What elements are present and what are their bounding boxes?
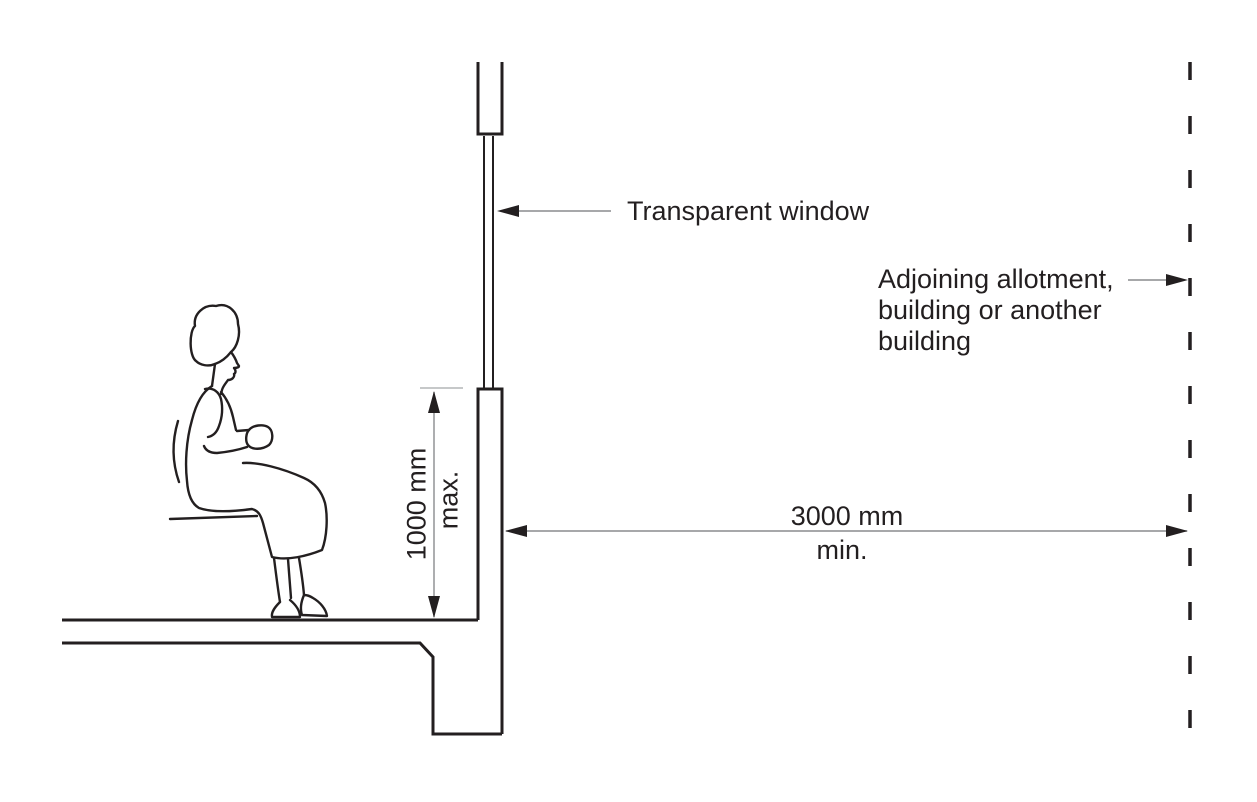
- arrowhead-adjoining-leader: [1166, 274, 1188, 286]
- window-glazing: [483, 136, 494, 388]
- dimension-value-1000mm: 1000 mm: [401, 447, 432, 561]
- dimension-qualifier-min: min.: [816, 535, 868, 565]
- person-figure: [184, 303, 329, 619]
- floor-foundation: [62, 618, 502, 736]
- dimension-value-3000mm: 3000 mm: [790, 501, 904, 531]
- person-torso-dress: [184, 384, 328, 560]
- bench-backrest: [172, 419, 181, 484]
- person-face: [219, 350, 241, 396]
- person-shoe-far: [299, 593, 329, 618]
- dimension-qualifier-max: max.: [433, 470, 464, 530]
- dimension-horizontal-3000mm: [505, 525, 1188, 537]
- person-leg-line-2: [286, 557, 293, 600]
- floor-bottom-foundation-line: [62, 641, 502, 736]
- bench-seat: [168, 514, 259, 521]
- person-forearm-bottom: [202, 444, 249, 455]
- arrowhead-left: [505, 525, 527, 537]
- person-leg-line-3: [297, 556, 306, 597]
- wall-below-window: [476, 387, 504, 734]
- dimension-vertical-1000mm: [420, 387, 463, 618]
- wall-above-window: [476, 62, 504, 136]
- label-transparent-window: Transparent window: [627, 196, 870, 226]
- person-sleeve: [203, 387, 224, 439]
- label-adjoining-allotment: Adjoining allotment, building or another…: [878, 264, 1114, 356]
- person-leg-line-1: [272, 556, 282, 604]
- leader-transparent-window: [497, 205, 611, 217]
- arrowhead-down: [428, 596, 440, 618]
- person-shoe-near: [270, 598, 302, 619]
- arrowhead-up: [428, 391, 440, 413]
- person-neck: [210, 362, 217, 388]
- person-forearm-top: [235, 428, 251, 433]
- person-hair: [189, 303, 241, 367]
- leader-adjoining: [1128, 274, 1188, 286]
- person-fist: [245, 424, 274, 450]
- person-chest-line: [219, 390, 238, 432]
- wall-and-window: [476, 62, 504, 734]
- bench: [168, 419, 259, 521]
- arrowhead-right: [1166, 525, 1188, 537]
- arrowhead-window-leader: [497, 205, 519, 217]
